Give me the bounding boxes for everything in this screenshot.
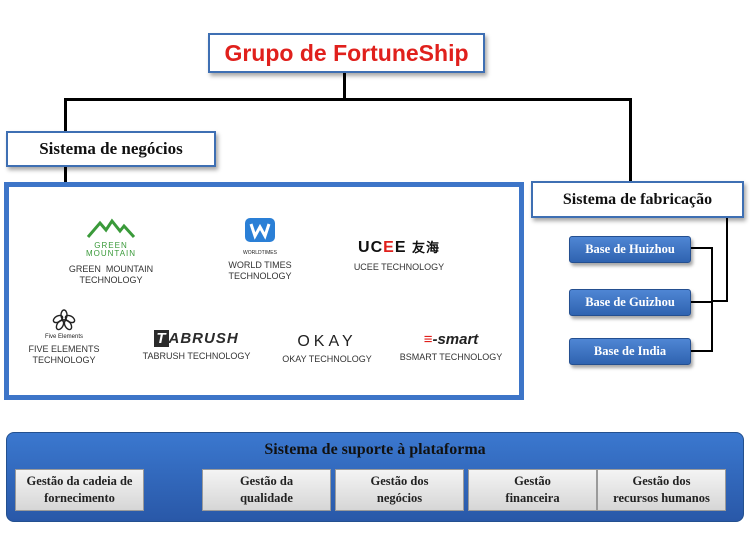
business-system-label: Sistema de negócios bbox=[6, 131, 216, 167]
support-panel: Sistema de suporte à plataforma Gestão d… bbox=[6, 432, 744, 522]
brand-name: FIVE ELEMENTS TECHNOLOGY bbox=[28, 344, 100, 365]
bracket-guizhou bbox=[691, 301, 712, 303]
brand-name: UCEE TECHNOLOGY bbox=[353, 262, 445, 272]
base-huizhou[interactable]: Base de Huizhou bbox=[569, 236, 691, 263]
brand-ucee: UCEE 友海 UCEE TECHNOLOGY bbox=[344, 239, 454, 273]
bracket-to-fab bbox=[726, 215, 728, 302]
bracket-fab-join bbox=[711, 300, 728, 302]
brand-name: WORLD TIMES TECHNOLOGY bbox=[228, 260, 292, 281]
connector-horizontal bbox=[64, 98, 632, 101]
manufacturing-system-label: Sistema de fabricação bbox=[531, 181, 744, 218]
support-title: Sistema de suporte à plataforma bbox=[264, 441, 486, 458]
brand-world-times: WORLDTIMES WORLD TIMES TECHNOLOGY bbox=[215, 217, 305, 282]
brand-five-elements: Five Elements FIVE ELEMENTS TECHNOLOGY bbox=[19, 309, 109, 366]
group-title-box: Grupo de FortuneShip bbox=[208, 33, 485, 73]
support-item-business[interactable]: Gestão dos negócios bbox=[335, 469, 464, 511]
bracket-india bbox=[691, 350, 712, 352]
bsmart-logo: ≡-smart bbox=[423, 331, 479, 348]
ucee-logo: UCEE 友海 bbox=[358, 239, 440, 256]
worldtimes-logo-text: WORLDTIMES bbox=[243, 250, 277, 256]
worldtimes-logo-icon bbox=[245, 218, 275, 242]
brand-name: OKAY TECHNOLOGY bbox=[282, 354, 372, 364]
support-item-supply-chain[interactable]: Gestão da cadeia de fornecimento bbox=[15, 469, 144, 511]
okay-logo: OKAY bbox=[297, 333, 357, 350]
business-panel: GREEN MOUNTAIN GREEN MOUNTAIN TECHNOLOGY… bbox=[4, 182, 524, 400]
brand-okay: OKAY OKAY TECHNOLOGY bbox=[277, 334, 377, 365]
bracket-huizhou bbox=[691, 247, 712, 249]
brand-logo-text: GREEN MOUNTAIN bbox=[85, 241, 137, 258]
support-item-hr[interactable]: Gestão dos recursos humanos bbox=[597, 469, 726, 511]
brand-bsmart: ≡-smart BSMART TECHNOLOGY bbox=[396, 331, 506, 363]
brand-name: GREEN MOUNTAIN TECHNOLOGY bbox=[68, 264, 154, 285]
brand-green-mountain: GREEN MOUNTAIN GREEN MOUNTAIN TECHNOLOGY bbox=[61, 217, 161, 286]
connector-right-down bbox=[629, 98, 632, 182]
support-item-quality[interactable]: Gestão da qualidade bbox=[202, 469, 331, 511]
bracket-vertical bbox=[711, 247, 713, 352]
connector-left-down bbox=[64, 98, 67, 132]
base-india[interactable]: Base de India bbox=[569, 338, 691, 365]
connector-title-down bbox=[343, 71, 346, 101]
base-guizhou[interactable]: Base de Guizhou bbox=[569, 289, 691, 316]
five-elements-logo-icon bbox=[52, 309, 76, 331]
five-elements-logo-text: Five Elements bbox=[44, 334, 83, 340]
support-item-finance[interactable]: Gestão financeira bbox=[468, 469, 597, 511]
group-title: Grupo de FortuneShip bbox=[224, 39, 469, 66]
brand-name: BSMART TECHNOLOGY bbox=[399, 352, 503, 362]
connector-business-down bbox=[64, 164, 67, 184]
mountain-logo-icon bbox=[86, 218, 136, 239]
brand-name: TABRUSH TECHNOLOGY bbox=[142, 351, 251, 361]
